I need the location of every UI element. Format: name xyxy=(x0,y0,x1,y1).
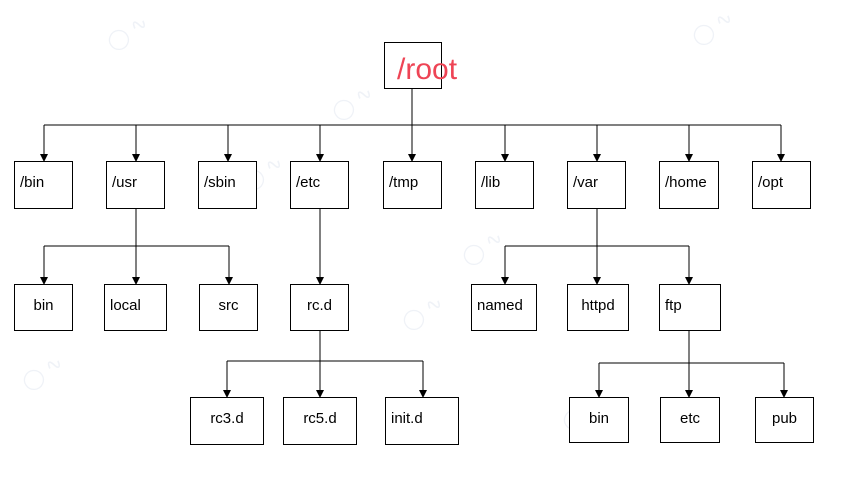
node-root: /root xyxy=(384,42,457,89)
node-usr-bin: bin xyxy=(14,284,73,331)
ftp-connector xyxy=(595,331,788,398)
root-connector xyxy=(40,89,785,162)
node-usr: /usr xyxy=(106,161,165,209)
node-opt: /opt xyxy=(752,161,811,209)
node-rc5d: rc5.d xyxy=(283,397,357,445)
node-var: /var xyxy=(567,161,626,209)
node-rc3d: rc3.d xyxy=(190,397,264,445)
node-initd: init.d xyxy=(385,397,459,445)
node-httpd: httpd xyxy=(567,284,629,331)
rcd-connector xyxy=(223,331,427,398)
node-usr-local: local xyxy=(104,284,167,331)
node-usr-src: src xyxy=(199,284,258,331)
node-sbin: /sbin xyxy=(198,161,257,209)
node-etc: /etc xyxy=(290,161,349,209)
node-tmp: /tmp xyxy=(383,161,442,209)
node-lib: /lib xyxy=(475,161,534,209)
node-bin: /bin xyxy=(14,161,73,209)
node-ftp: ftp xyxy=(659,284,721,331)
node-home: /home xyxy=(659,161,719,209)
node-ftp-etc: etc xyxy=(660,397,720,443)
node-ftp-bin: bin xyxy=(569,397,629,443)
var-connector xyxy=(501,209,693,285)
node-ftp-pub: pub xyxy=(755,397,814,443)
node-etc-rcd: rc.d xyxy=(290,284,349,331)
usr-connector xyxy=(40,209,233,285)
node-named: named xyxy=(471,284,537,331)
node-root-label: /root xyxy=(397,53,458,86)
